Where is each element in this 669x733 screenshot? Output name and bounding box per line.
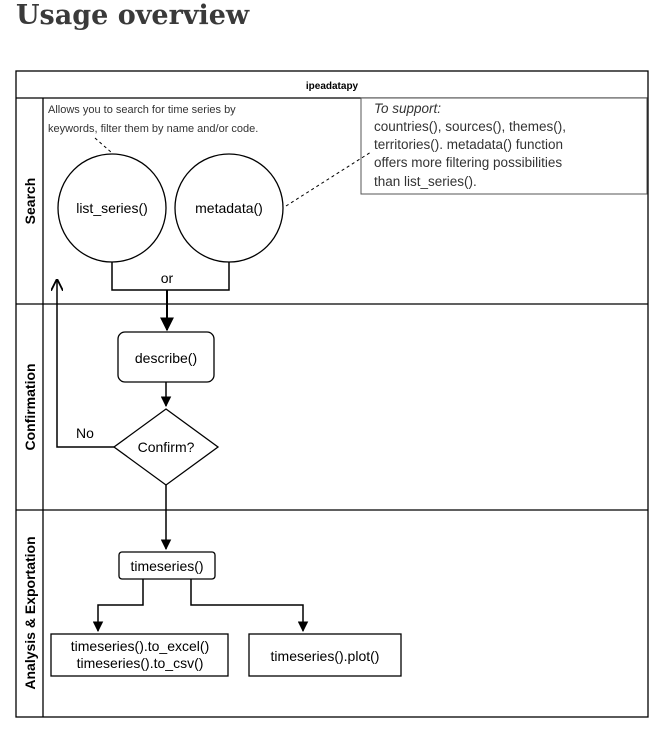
- timeseries-label: timeseries(): [130, 558, 203, 574]
- list-series-label: list_series(): [76, 200, 148, 216]
- search-note-line-1: Allows you to search for time series by: [48, 104, 236, 116]
- export-label-excel: timeseries().to_excel(): [71, 638, 209, 654]
- support-note-line-1: countries(), sources(), themes(),: [374, 119, 566, 134]
- support-note-line-4: than list_series().: [374, 174, 477, 189]
- support-note-box: [360, 97, 648, 195]
- export-node: [50, 633, 229, 677]
- metadata-label: metadata(): [195, 200, 263, 216]
- timeseries-node: [118, 551, 216, 580]
- describe-label: describe(): [135, 350, 197, 366]
- no-label: No: [76, 425, 94, 441]
- support-note-line-2: territories(). metadata() function: [374, 137, 563, 152]
- support-note-heading: To support:: [374, 101, 441, 116]
- lane-label-search: Search: [22, 178, 38, 225]
- lane-label-confirmation: Confirmation: [22, 363, 38, 450]
- plot-node: [248, 633, 402, 677]
- pool-name: ipeadatapy: [306, 81, 359, 92]
- support-note-line-3: offers more filtering possibilities: [374, 155, 562, 170]
- export-label-csv: timeseries().to_csv(): [77, 655, 204, 671]
- confirm-label: Confirm?: [138, 439, 195, 455]
- no-loop-connector: [57, 280, 114, 448]
- lane-label-analysis-exportation: Analysis & Exportation: [22, 536, 38, 689]
- page-title: Usage overview: [16, 0, 250, 31]
- plot-label: timeseries().plot(): [271, 648, 380, 664]
- or-label: or: [161, 270, 174, 286]
- search-note-line-2: keywords, filter them by name and/or cod…: [48, 123, 258, 135]
